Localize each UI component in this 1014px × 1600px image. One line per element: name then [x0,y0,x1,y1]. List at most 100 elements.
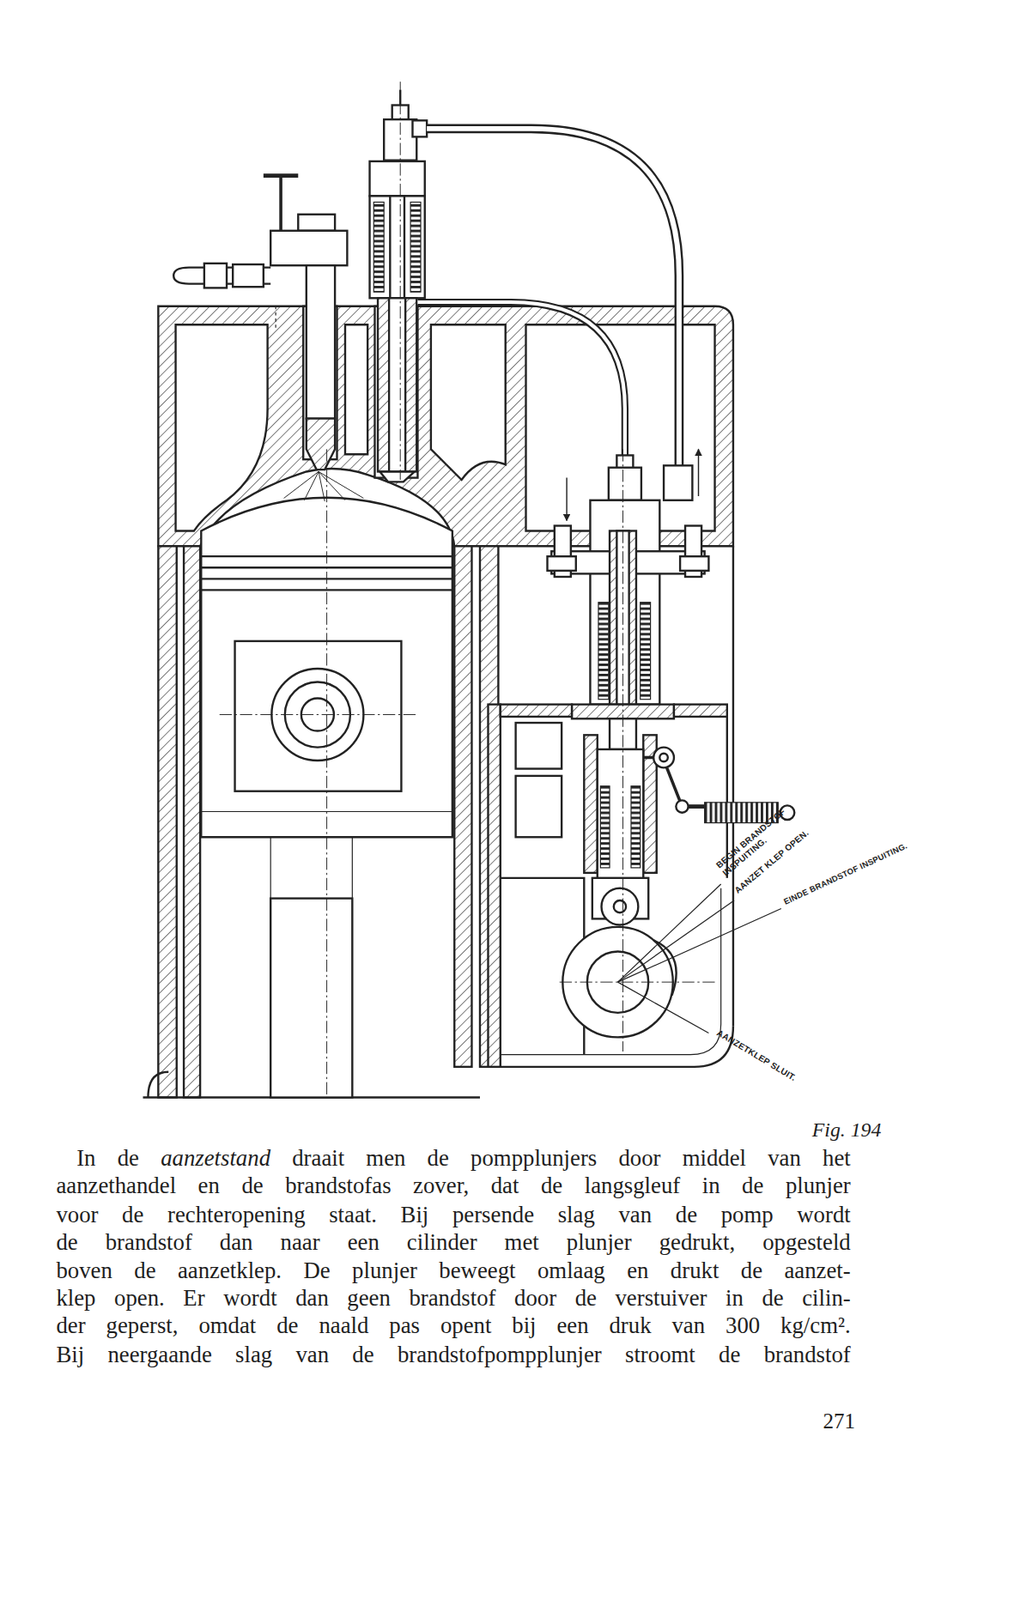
injector-part [370,195,426,298]
injector-part [373,201,384,292]
start-valve-part [232,264,264,287]
body-text: der geperst, omdat de naald pas opent bi… [55,1312,851,1341]
pump-housing-part [516,776,563,838]
piston-part [352,837,353,899]
figure-caption: Fig. 194 [776,1117,882,1142]
piston-part [235,641,402,792]
pump-housing-part [500,704,572,717]
fuel-pump-part [598,602,609,700]
start-lever-part [688,804,705,809]
flow-arrows-part [565,478,567,522]
timing-label: AANZETKLEP SLUIT. [715,1028,798,1084]
start-valve-part [306,265,335,419]
page-number: 271 [823,1408,856,1434]
cylinder-head-part [431,324,506,480]
center-lines-part [219,714,419,716]
fuel-pipes [417,128,679,468]
center-lines-part [326,449,328,1098]
timing-lines [618,884,782,1034]
fuel-pump-part [589,500,660,705]
fuel-pump-part [663,465,693,500]
injector-part [410,201,421,292]
spray-part [318,471,346,500]
text-line: In de aanzetstand draait men de pompplun… [76,1144,851,1172]
pump-housing-part [631,786,641,869]
cylinder-walls-part [157,546,177,1098]
start-lever [643,747,795,824]
cylinder-head-part [345,324,368,455]
center-lines [219,81,716,1098]
start-valve-part [279,176,283,231]
start-lever-part [659,753,668,763]
center-lines-part [400,81,401,480]
pump-housing-part [613,900,626,913]
pump-housing-part [673,704,728,717]
pump-housing [487,546,733,1068]
body-text: voor de rechteropening staat. Bij persen… [55,1200,851,1228]
body-text: aanzethandel en de brandstofas zover, da… [55,1172,851,1201]
body-text: Bij neergaande slag van de brandstofpomp… [55,1340,851,1368]
body-text: de brandstof dan naar een cilinder met p… [55,1228,851,1257]
start-valve [173,176,347,471]
spray-part [284,471,319,498]
piston-part [200,588,453,591]
body-text: boven de aanzetklep. De plunjer beweegt … [55,1256,851,1285]
injector-part [412,120,427,137]
cylinder-walls-part [147,1072,169,1099]
pump-housing-part [732,546,735,1027]
spray-part [303,471,319,500]
body-text: aanzetstand [160,1145,271,1172]
pump-housing-part [487,704,500,1068]
pump-housing-part [583,734,597,874]
start-valve-part [297,214,335,231]
piston-part [270,837,272,899]
timing-lines-part [618,909,782,984]
timing-lines-part [618,900,735,983]
pump-housing-part [601,888,639,926]
timing-lines-part [618,982,710,1033]
fuel-pipes-part [426,128,680,468]
injector-part [379,471,414,482]
timing-label: EINDE BRANDSTOF INSPUITING. [782,841,909,907]
body-text: In de [76,1145,140,1172]
pump-housing-part [600,786,610,869]
start-lever-part [653,747,674,769]
timing-label: BEGIN BRANDSTOF INSPUITING. [714,802,799,879]
injector-part [389,195,405,298]
timing-lines-part [618,884,722,983]
start-valve-part [306,418,335,470]
center-lines-part [559,982,716,984]
center-lines-part [622,449,624,1052]
injector-part [388,297,406,472]
pump-housing-part [500,888,722,1056]
flow-arrows-part [698,449,699,497]
injector-part [370,161,426,196]
injector [370,90,428,483]
fuel-pipes-part [426,128,680,468]
start-lever-part [667,767,681,802]
fuel-pipes-part [417,302,625,458]
fuel-pipes-part [417,302,625,458]
pump-housing-part [597,749,644,883]
start-lever-part [675,800,688,813]
body-text: klep open. Er wordt dan geen brandstof d… [55,1284,851,1312]
fuel-pump-part [546,556,576,571]
fuel-pump-part [640,602,651,700]
cylinder-walls-part [183,546,201,1098]
spray [284,471,365,501]
piston-part [270,898,353,1099]
start-valve-part [275,306,277,329]
flow-arrows [566,449,699,521]
spray-part [318,471,364,498]
body-text: draait men de pompplunjers door middel v… [291,1145,851,1172]
start-valve-part [204,263,227,289]
fuel-pump-part [608,467,642,501]
cylinder-walls-part [454,546,472,1068]
fuel-pump-part [680,556,709,571]
spray-part [318,471,325,501]
pump-housing-part [516,722,563,770]
injector-part [377,297,417,472]
start-valve-part [270,230,347,266]
